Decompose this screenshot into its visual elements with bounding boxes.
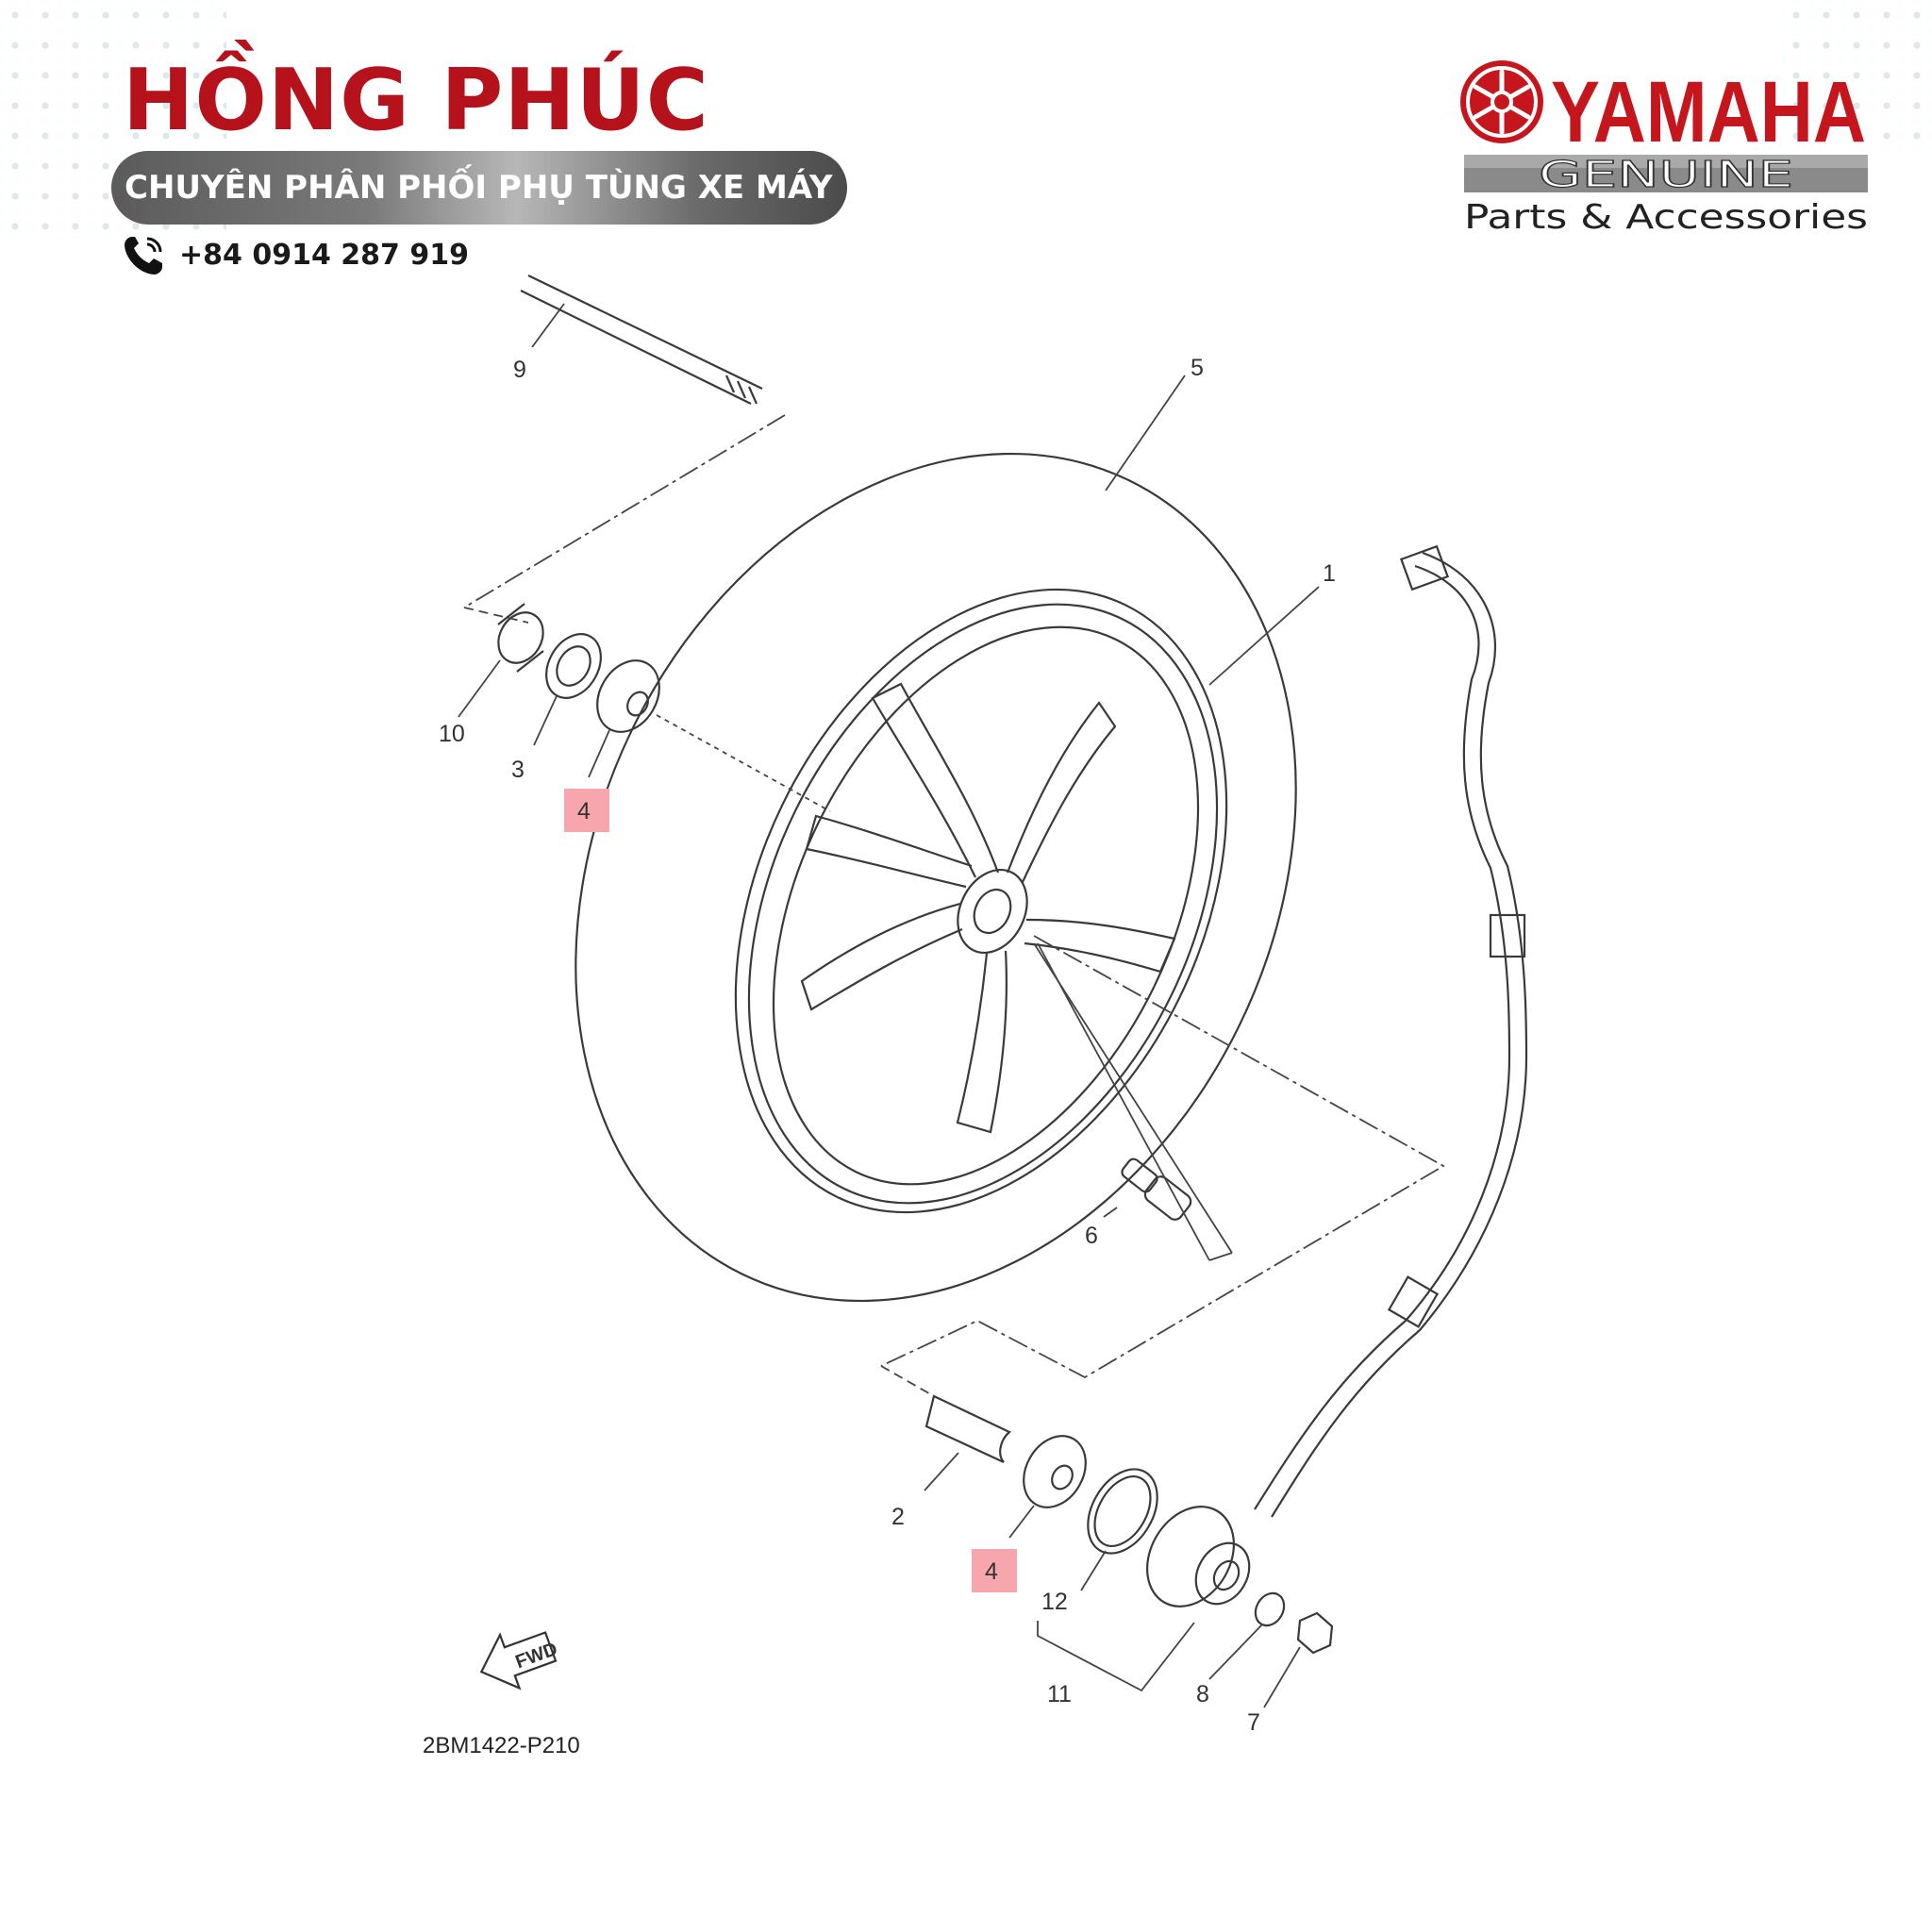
phone-number: +84 0914 287 919 bbox=[179, 238, 469, 272]
callout-4-upper: 4 bbox=[577, 798, 591, 824]
washer-8 bbox=[1254, 1591, 1286, 1627]
callout-3: 3 bbox=[511, 757, 525, 783]
callout-2: 2 bbox=[891, 1504, 905, 1530]
yamaha-wordmark: YAMAHA bbox=[1551, 64, 1866, 160]
decorative-dots-right bbox=[1781, 0, 1932, 142]
collar-10 bbox=[497, 603, 544, 673]
phone-icon bbox=[125, 237, 162, 275]
wheel-spokes bbox=[800, 682, 1176, 1134]
gear-unit-11 bbox=[1145, 1506, 1251, 1607]
hub bbox=[957, 868, 1028, 955]
rim-outline bbox=[734, 588, 1228, 1214]
parts-accessories-text: Parts & Accessories bbox=[1464, 198, 1868, 236]
axle bbox=[520, 275, 763, 405]
oil-seal-3 bbox=[545, 633, 602, 699]
genuine-wordmark: GENUINE bbox=[1539, 154, 1793, 195]
callout-1: 1 bbox=[1323, 560, 1336, 587]
highlight-box-lower bbox=[972, 1549, 1017, 1592]
yamaha-genuine-logo: YAMAHA GENUINE Parts & Accessories bbox=[1460, 60, 1868, 236]
callout-11: 11 bbox=[1047, 1681, 1072, 1707]
fwd-arrow-icon: FWD bbox=[479, 1631, 560, 1690]
phone-row[interactable]: +84 0914 287 919 bbox=[121, 230, 469, 279]
callout-10: 10 bbox=[439, 721, 465, 747]
collar-2 bbox=[924, 1394, 1011, 1463]
callout-7: 7 bbox=[1247, 1709, 1260, 1736]
tire-outline bbox=[575, 452, 1297, 1303]
callout-5: 5 bbox=[1191, 355, 1204, 381]
seal-12 bbox=[1087, 1468, 1158, 1555]
callout-8: 8 bbox=[1196, 1681, 1209, 1707]
bearing-4-lower bbox=[1023, 1435, 1087, 1508]
callout-9: 9 bbox=[513, 357, 526, 383]
tire-valve bbox=[1121, 1158, 1192, 1221]
brand-tagline: CHUYÊN PHÂN PHỐI PHỤ TÙNG XE MÁY bbox=[111, 151, 847, 225]
diagram-code: 2BM1422-P210 bbox=[423, 1733, 580, 1758]
callout-6: 6 bbox=[1085, 1223, 1098, 1249]
yamaha-emblem-icon bbox=[1460, 60, 1543, 143]
highlight-box-upper bbox=[564, 789, 609, 832]
callout-numbers: 1 2 3 4 4 5 6 7 8 9 10 11 12 bbox=[439, 355, 1336, 1736]
callout-12: 12 bbox=[1041, 1589, 1068, 1615]
speedometer-cable bbox=[1254, 544, 1528, 1518]
axle-dash-line bbox=[463, 414, 786, 608]
brand-name: HỒNG PHÚC bbox=[123, 51, 709, 150]
nut-7 bbox=[1296, 1611, 1334, 1655]
callout-4-lower: 4 bbox=[985, 1558, 998, 1585]
bearing-4-upper bbox=[596, 659, 660, 733]
